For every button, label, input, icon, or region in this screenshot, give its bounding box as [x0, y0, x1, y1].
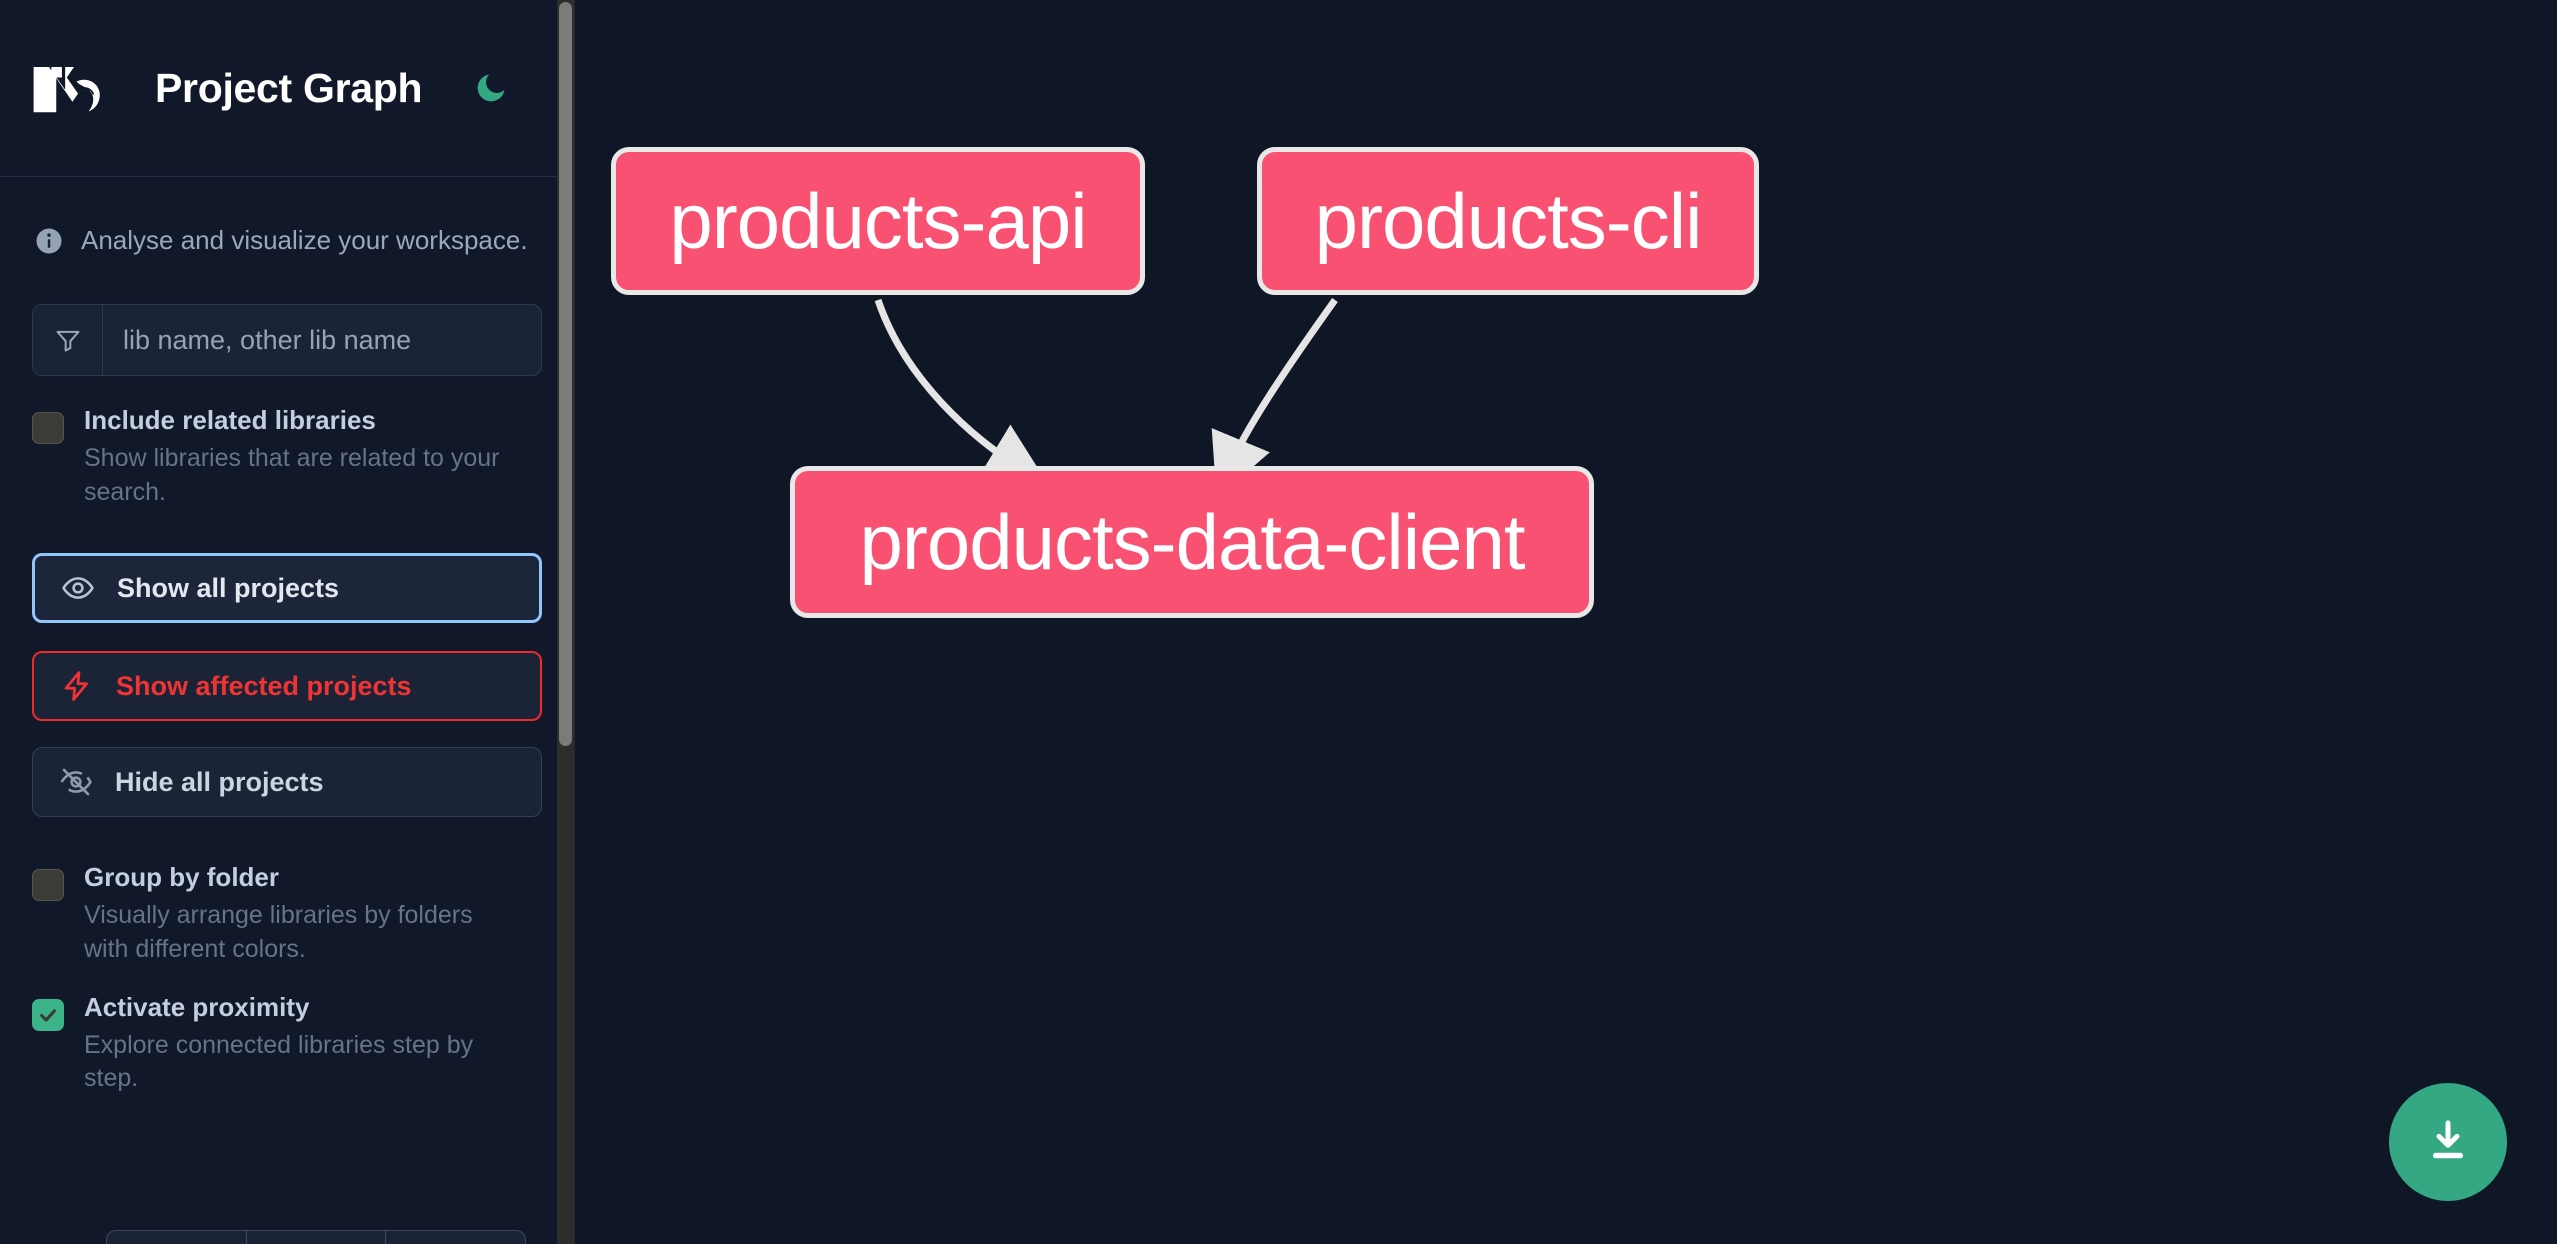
moon-icon[interactable] — [470, 67, 512, 109]
option-group-by-folder[interactable]: Group by folder Visually arrange librari… — [0, 862, 574, 966]
graph-edges — [874, 297, 1338, 499]
download-icon — [2432, 1120, 2464, 1159]
segment-3[interactable] — [386, 1231, 525, 1244]
graph-node-products-data-client[interactable]: products-data-client — [790, 466, 1594, 618]
option-description: Show libraries that are related to your … — [84, 443, 500, 506]
checkbox-activate-proximity[interactable] — [32, 998, 64, 1031]
filter-funnel-icon-glyph — [56, 330, 79, 352]
show-affected-projects-button[interactable]: Show affected projects — [32, 651, 542, 722]
download-button[interactable] — [2389, 1083, 2507, 1201]
option-activate-proximity[interactable]: Activate proximity Explore connected lib… — [0, 991, 574, 1096]
option-label: Include related libraries — [84, 405, 376, 435]
sidebar: Project Graph Analyse and visualize your… — [0, 0, 575, 1244]
segment-1[interactable] — [107, 1231, 247, 1244]
search-field-wrapper[interactable] — [32, 304, 542, 376]
graph-node-products-api[interactable]: products-api — [611, 147, 1145, 295]
sidebar-scrollbar[interactable] — [557, 0, 574, 1244]
moon-icon-glyph — [477, 74, 505, 102]
sidebar-tagline: Analyse and visualize your workspace. — [0, 177, 574, 256]
option-include-related-libraries[interactable]: Include related libraries Show libraries… — [0, 405, 574, 509]
option-label: Activate proximity — [84, 991, 310, 1022]
graph-node-label: products-cli — [1314, 176, 1703, 265]
eye-icon — [62, 577, 94, 600]
show-all-projects-label: Show all projects — [117, 572, 340, 603]
filter-funnel-icon — [33, 305, 103, 375]
hide-all-projects-button[interactable]: Hide all projects — [32, 747, 542, 818]
show-all-projects-button[interactable]: Show all projects — [32, 553, 542, 624]
bottom-segmented-control[interactable] — [106, 1230, 526, 1244]
segment-2[interactable] — [247, 1231, 387, 1244]
edge-products-api-to-data-client — [874, 298, 1048, 485]
graph-node-products-cli[interactable]: products-cli — [1257, 147, 1759, 295]
edge-products-cli-to-data-client — [1211, 297, 1338, 499]
lightning-bolt-icon — [64, 671, 88, 702]
search-input[interactable] — [103, 305, 541, 375]
eye-slash-icon — [60, 769, 92, 796]
sidebar-scrollbar-thumb[interactable] — [559, 2, 572, 746]
option-description: Visually arrange libraries by folders wi… — [84, 901, 473, 964]
graph-node-label: products-data-client — [859, 497, 1525, 586]
page-title: Project Graph — [155, 64, 423, 111]
graph-canvas[interactable]: products-api products-cli products-data-… — [575, 0, 2557, 1244]
sidebar-header: Project Graph — [0, 0, 574, 177]
info-icon — [36, 228, 62, 253]
option-description: Explore connected libraries step by step… — [84, 1030, 474, 1093]
checkbox-group-by-folder[interactable] — [32, 869, 64, 902]
nx-logo-icon — [33, 66, 100, 113]
graph-node-label: products-api — [669, 176, 1087, 265]
checkbox-include-related-libraries[interactable] — [32, 412, 64, 444]
show-affected-projects-label: Show affected projects — [116, 670, 412, 701]
hide-all-projects-label: Hide all projects — [115, 766, 324, 797]
check-icon — [40, 1009, 56, 1022]
sidebar-tagline-text: Analyse and visualize your workspace. — [81, 225, 528, 255]
option-label: Group by folder — [84, 862, 279, 893]
